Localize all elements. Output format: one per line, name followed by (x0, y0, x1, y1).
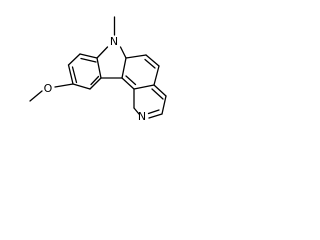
bond-mid-4 (133, 84, 155, 90)
bond-benz-4b (71, 66, 78, 84)
bond-pyr-4 (133, 107, 140, 115)
chemical-structure-figure: N N O (0, 0, 219, 139)
atom-label-n-methyl: N (110, 35, 118, 48)
structure-diagram: N N O (29, 16, 167, 123)
bond-pyr-3b (147, 109, 160, 115)
bond-mid-2 (145, 54, 160, 67)
bond-pyr-1b (151, 88, 164, 100)
bond-mid-5b (125, 75, 137, 86)
bond-benz-3 (67, 53, 81, 66)
bond-benz-2b (80, 57, 97, 63)
bond-benz-6 (89, 77, 102, 90)
bond-ring-o (54, 83, 74, 88)
bond-benz-6b (90, 75, 100, 86)
atom-label-o-methoxy: O (44, 82, 53, 95)
bond-benz-2 (79, 53, 98, 59)
bond-pyr-2 (161, 95, 167, 115)
bonds (29, 16, 167, 119)
bond-mid-2b (144, 58, 156, 69)
atom-label-n-pyridine: N (138, 110, 146, 123)
bond-mid-1 (125, 54, 147, 59)
bond-pyr-1 (153, 84, 167, 97)
bond-benz-1 (96, 46, 109, 59)
bond-benz-5 (72, 83, 91, 90)
bond-five-2 (121, 57, 127, 79)
bond-benz-7 (96, 57, 102, 79)
atom-labels: N N O (44, 35, 146, 123)
bond-o-methyl (29, 90, 43, 102)
bond-five-3 (119, 46, 127, 59)
bond-benz-4 (67, 64, 74, 85)
bond-pyr-3 (148, 113, 163, 119)
bond-mid-3 (153, 65, 160, 86)
bond-mid-5 (121, 77, 135, 90)
